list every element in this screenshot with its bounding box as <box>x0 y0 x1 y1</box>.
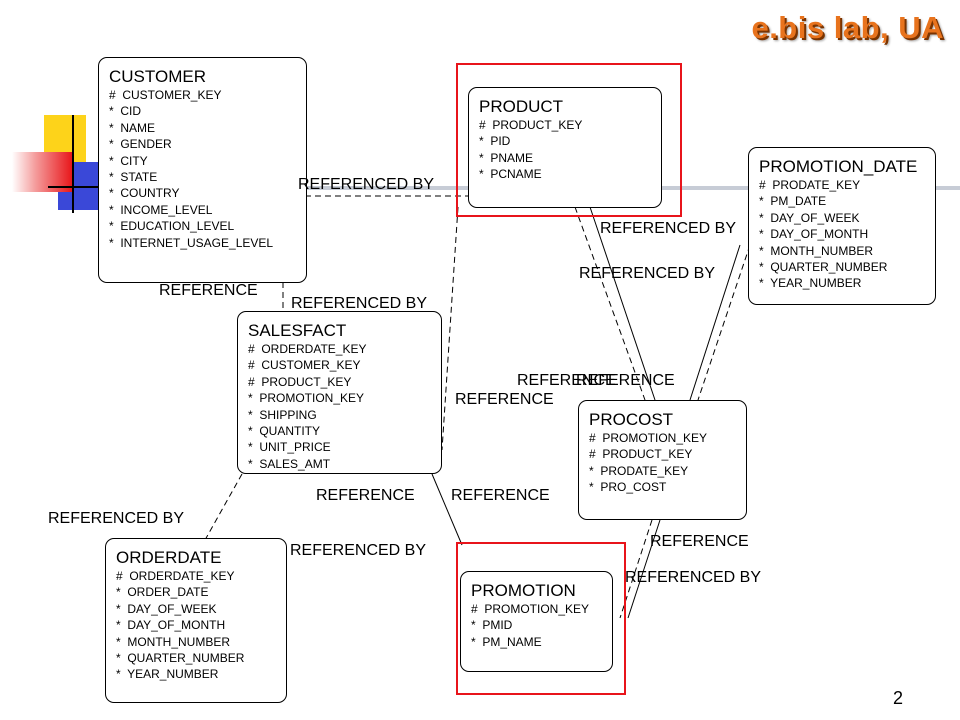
attribute: * CID <box>109 104 142 119</box>
attribute: * GENDER <box>109 137 172 152</box>
attribute: * PM_NAME <box>471 634 542 649</box>
attribute: * PMID <box>471 618 513 633</box>
attribute: # PRODUCT_KEY <box>479 118 583 132</box>
attribute: * YEAR_NUMBER <box>116 667 219 682</box>
attribute: * YEAR_NUMBER <box>759 276 862 291</box>
attribute: * MONTH_NUMBER <box>759 243 874 258</box>
entity-orderdate[interactable]: ORDERDATE # ORDERDATE_KEY * ORDER_DATE *… <box>105 538 287 703</box>
attribute: * COUNTRY <box>109 186 180 201</box>
attribute: * INCOME_LEVEL <box>109 202 213 217</box>
relation-label-reference: REFERENCE <box>316 487 415 504</box>
entity-procost[interactable]: PROCOST # PROMOTION_KEY # PRODUCT_KEY * … <box>578 400 747 520</box>
entity-product[interactable]: PRODUCT # PRODUCT_KEY * PID * PNAME * PC… <box>468 87 662 208</box>
entity-promotion-date[interactable]: PROMOTION_DATE # PRODATE_KEY * PM_DATE *… <box>748 147 936 305</box>
attribute: * DAY_OF_MONTH <box>116 618 226 633</box>
attribute: # CUSTOMER_KEY <box>109 88 222 102</box>
attribute: * DAY_OF_WEEK <box>116 601 217 616</box>
attribute: * SHIPPING <box>248 407 317 422</box>
attribute: # PRODUCT_KEY <box>248 374 352 389</box>
relation-label-reference: REFERENCE <box>451 487 550 504</box>
relation-label-referenced-by: REFERENCED BY <box>298 176 435 193</box>
attribute: # ORDERDATE_KEY <box>248 342 367 356</box>
attribute: * DAY_OF_WEEK <box>759 210 860 225</box>
attribute: # CUSTOMER_KEY <box>248 358 361 373</box>
entity-title: SALESFACT <box>248 321 347 340</box>
entity-title: PROMOTION <box>471 581 576 600</box>
relation-label-reference: REFERENCE <box>517 372 616 389</box>
attribute: * PID <box>479 134 511 149</box>
attribute: * PRODATE_KEY <box>589 463 689 478</box>
relation-label-reference: REFERENCE <box>455 391 554 408</box>
entity-title: PRODUCT <box>479 97 564 116</box>
attribute: * PM_DATE <box>759 194 827 209</box>
attribute: # PROMOTION_KEY <box>471 602 590 616</box>
attribute: * QUANTITY <box>248 424 321 439</box>
attribute: * PCNAME <box>479 167 542 182</box>
attribute: * CITY <box>109 153 148 168</box>
entity-title: CUSTOMER <box>109 67 206 86</box>
attribute: # ORDERDATE_KEY <box>116 569 235 583</box>
relation-label-referenced-by: REFERENCED BY <box>48 510 185 527</box>
attribute: * PRO_COST <box>589 480 667 495</box>
attribute: # PROMOTION_KEY <box>589 431 708 445</box>
attribute: * INTERNET_USAGE_LEVEL <box>109 235 274 250</box>
attribute: * NAME <box>109 120 156 135</box>
entity-customer[interactable]: CUSTOMER # CUSTOMER_KEY * CID * NAME * G… <box>98 57 307 283</box>
relation-label-referenced-by: REFERENCED BY <box>625 569 762 586</box>
relation-label-referenced-by: REFERENCED BY <box>600 220 737 237</box>
attribute: # PRODATE_KEY <box>759 178 861 192</box>
attribute: # PRODUCT_KEY <box>589 447 693 462</box>
brand-logo: e.bis lab, UA <box>751 10 944 45</box>
decorative-squares <box>0 0 110 220</box>
relation-label-reference: REFERENCE <box>159 282 258 299</box>
page-number: 2 <box>893 688 904 708</box>
attribute: * STATE <box>109 170 158 185</box>
attribute: * SALES_AMT <box>248 456 331 471</box>
highlight-box-product <box>456 63 682 217</box>
attribute: * MONTH_NUMBER <box>116 634 231 649</box>
attribute: * PNAME <box>479 150 534 165</box>
highlight-box-promotion <box>456 542 626 695</box>
entity-title: PROMOTION_DATE <box>759 157 918 176</box>
relation-label-reference: REFERENCE <box>576 372 675 389</box>
relation-label-referenced-by: REFERENCED BY <box>290 542 427 559</box>
attribute: * QUARTER_NUMBER <box>759 260 888 275</box>
attribute: * QUARTER_NUMBER <box>116 651 245 666</box>
entity-title: ORDERDATE <box>116 548 222 567</box>
attribute: * ORDER_DATE <box>116 585 209 600</box>
entity-title: PROCOST <box>589 410 674 429</box>
attribute: * UNIT_PRICE <box>248 440 331 455</box>
attribute: * PROMOTION_KEY <box>248 391 365 406</box>
attribute: * DAY_OF_MONTH <box>759 227 869 242</box>
entity-promotion[interactable]: PROMOTION # PROMOTION_KEY * PMID * PM_NA… <box>460 571 613 672</box>
relation-label-referenced-by: REFERENCED BY <box>579 265 716 282</box>
entity-salesfact[interactable]: SALESFACT # ORDERDATE_KEY # CUSTOMER_KEY… <box>237 311 442 474</box>
attribute: * EDUCATION_LEVEL <box>109 219 235 234</box>
relation-label-reference: REFERENCE <box>650 533 749 550</box>
relation-label-referenced-by: REFERENCED BY <box>291 295 428 312</box>
